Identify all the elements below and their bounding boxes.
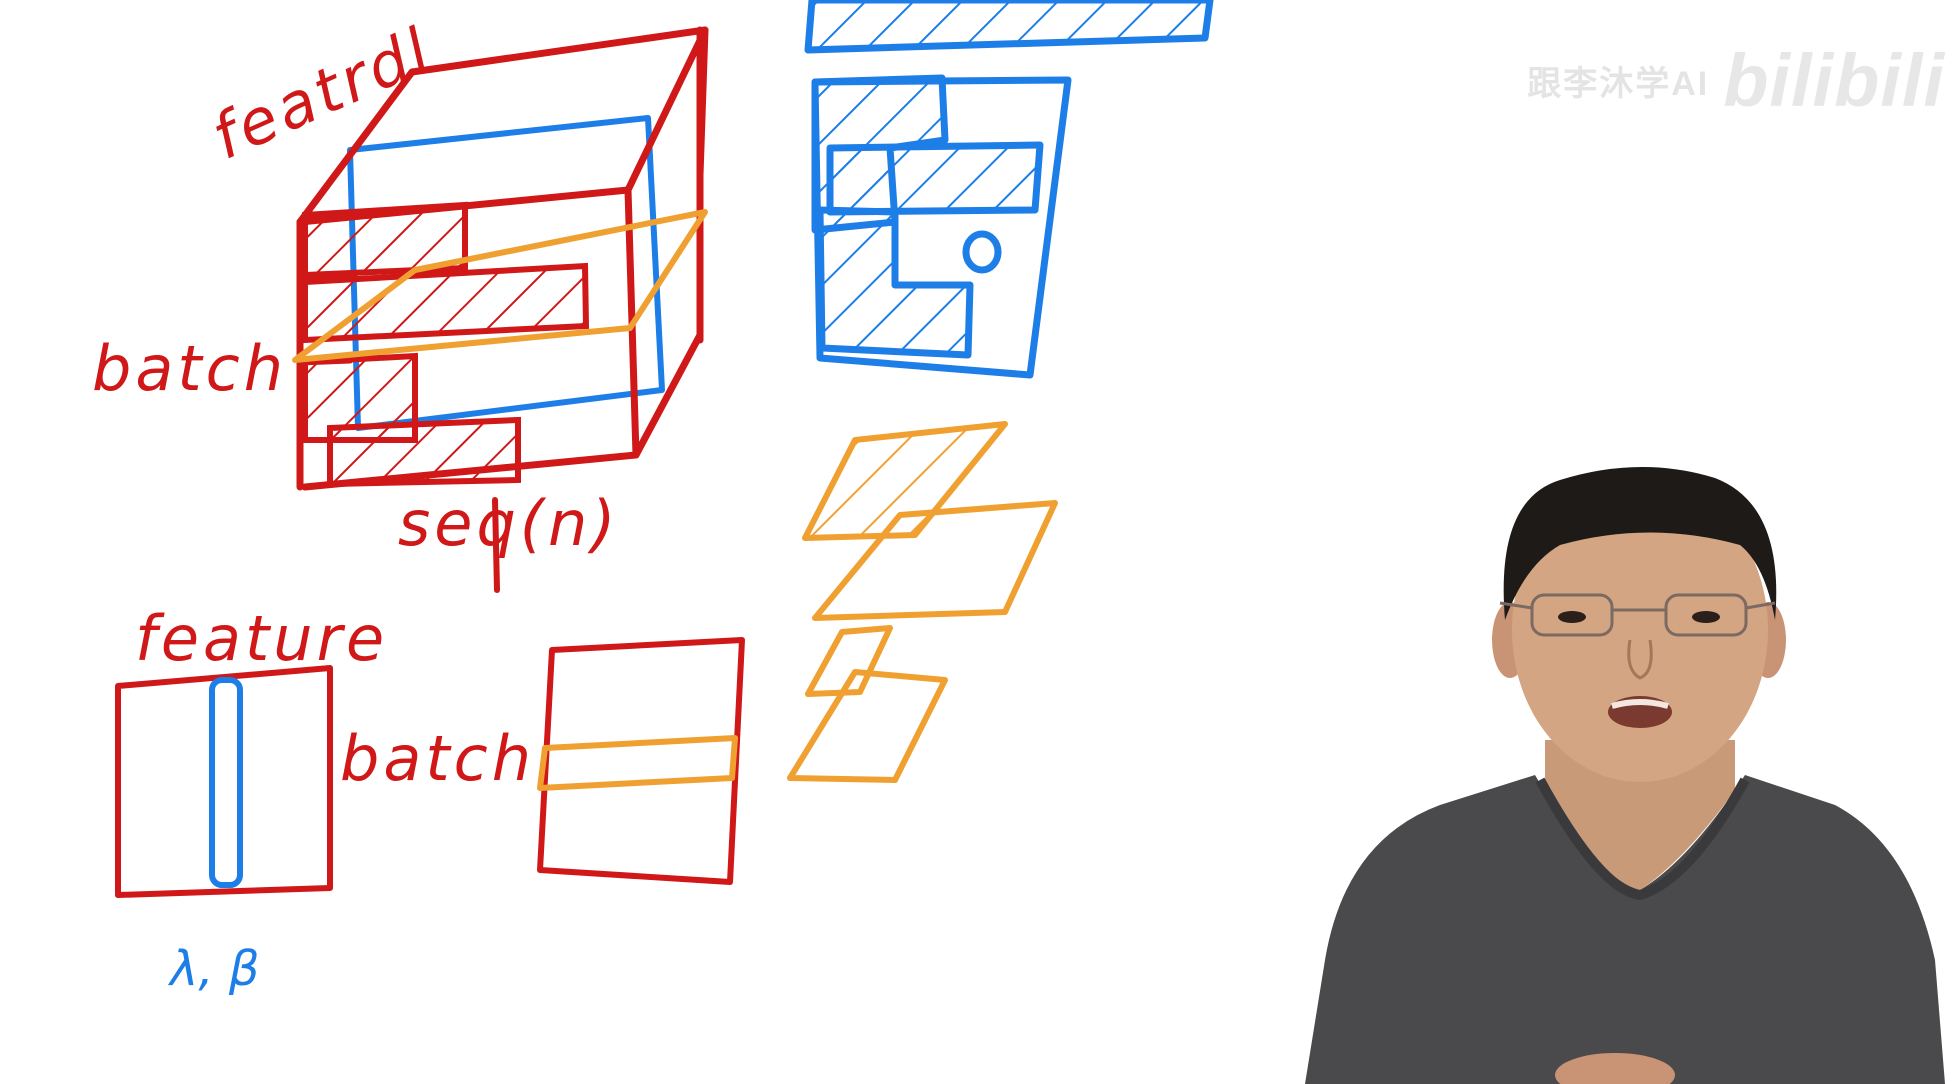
presenter-eye-left bbox=[1558, 611, 1586, 623]
label-feature-bottom: feature bbox=[135, 602, 388, 675]
blue-hatch-row bbox=[826, 141, 1044, 216]
presenter-neck-collar bbox=[1535, 777, 1750, 901]
label-batch-bottom: batch bbox=[340, 722, 535, 795]
blue-circle-mark bbox=[962, 230, 1002, 274]
presenter-teeth bbox=[1611, 699, 1669, 709]
label-feature-d: featrdl bbox=[201, 13, 443, 174]
watermark: 跟李沐学AI bilibili bbox=[1527, 38, 1945, 123]
presenter-eye-right bbox=[1692, 611, 1720, 623]
label-lambda-beta: λ, β bbox=[167, 941, 260, 997]
orange-plane-1 bbox=[802, 421, 1008, 541]
cube-hatch-row-2 bbox=[302, 262, 590, 344]
matrix-red-outline bbox=[115, 665, 333, 898]
feature-batch-matrix bbox=[115, 665, 333, 898]
presenter-nose bbox=[1627, 639, 1653, 680]
presenter-hair bbox=[1503, 466, 1777, 620]
presenter-neck bbox=[1545, 740, 1735, 890]
label-seq-n: seq(n) bbox=[398, 487, 619, 560]
bilibili-logo: bilibili bbox=[1723, 39, 1945, 122]
presenter-hand bbox=[1555, 1053, 1675, 1084]
presenter-glasses bbox=[1499, 593, 1776, 637]
cube-orange-slice bbox=[292, 209, 708, 363]
presenter bbox=[1305, 466, 1945, 1084]
orange-plane-3 bbox=[805, 625, 893, 697]
blue-diagram bbox=[804, 0, 1214, 379]
label-batch-top: batch bbox=[92, 332, 287, 405]
orange-planes bbox=[787, 421, 1058, 783]
matrix-blue-column bbox=[209, 677, 243, 888]
presenter-face bbox=[1512, 478, 1768, 782]
seq-tick bbox=[492, 497, 500, 593]
presenter-shirt bbox=[1305, 775, 1945, 1084]
cube-diagram bbox=[292, 26, 709, 593]
row-matrix-orange-row bbox=[537, 735, 738, 791]
blue-top-bar bbox=[804, 0, 1214, 54]
row-matrix bbox=[537, 637, 745, 885]
watermark-channel: 跟李沐学AI bbox=[1527, 65, 1710, 103]
orange-plane-4 bbox=[787, 669, 948, 783]
row-matrix-red-outline bbox=[537, 637, 745, 885]
blue-hatch-lower bbox=[816, 206, 974, 359]
orange-plane-2 bbox=[812, 500, 1058, 621]
